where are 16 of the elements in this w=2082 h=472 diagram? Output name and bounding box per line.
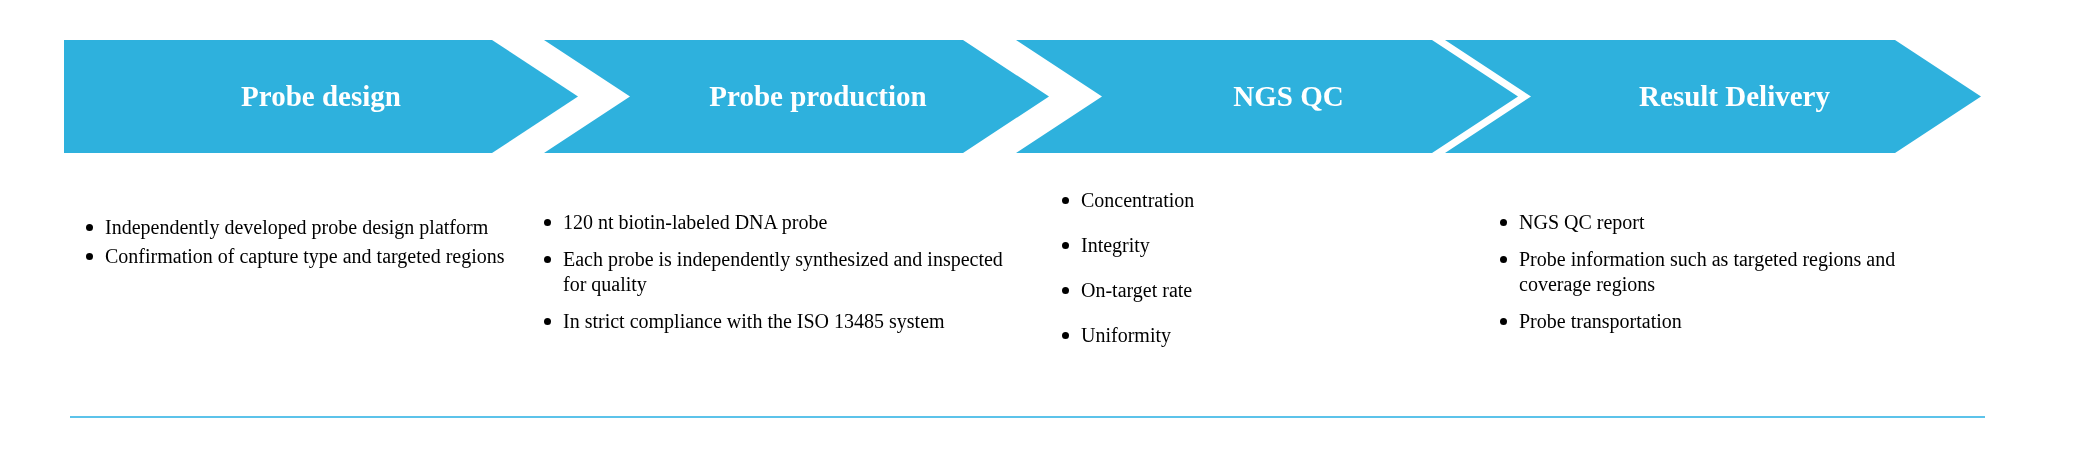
bullet-text: Probe information such as targeted regions and coverage regions — [1519, 247, 1897, 297]
bullet-text: NGS QC report — [1519, 210, 1645, 235]
bullet-text: On-target rate — [1081, 278, 1193, 303]
step-heading: NGS QC — [1232, 78, 1344, 114]
step-heading: Result Delivery — [1638, 78, 1830, 114]
bullet-text: In strict compliance with the ISO 13485 system — [563, 309, 945, 334]
bullet-text: Probe transportation — [1519, 309, 1682, 334]
step-heading: Probe design — [241, 78, 401, 114]
bullet-text: Confirmation of capture type and targeted regions — [105, 244, 505, 269]
bullet-text: Concentration — [1081, 188, 1195, 213]
step-heading: Probe production — [708, 78, 927, 114]
bullet-text: 120 nt biotin-labeled DNA probe — [563, 210, 828, 235]
bullet-text: Each probe is independently synthesized and inspected for quality — [563, 247, 1004, 297]
bullet-text: Independently developed probe design platform — [105, 215, 489, 240]
bullet-text: Integrity — [1081, 233, 1150, 258]
bullet-text: Uniformity — [1081, 323, 1171, 348]
